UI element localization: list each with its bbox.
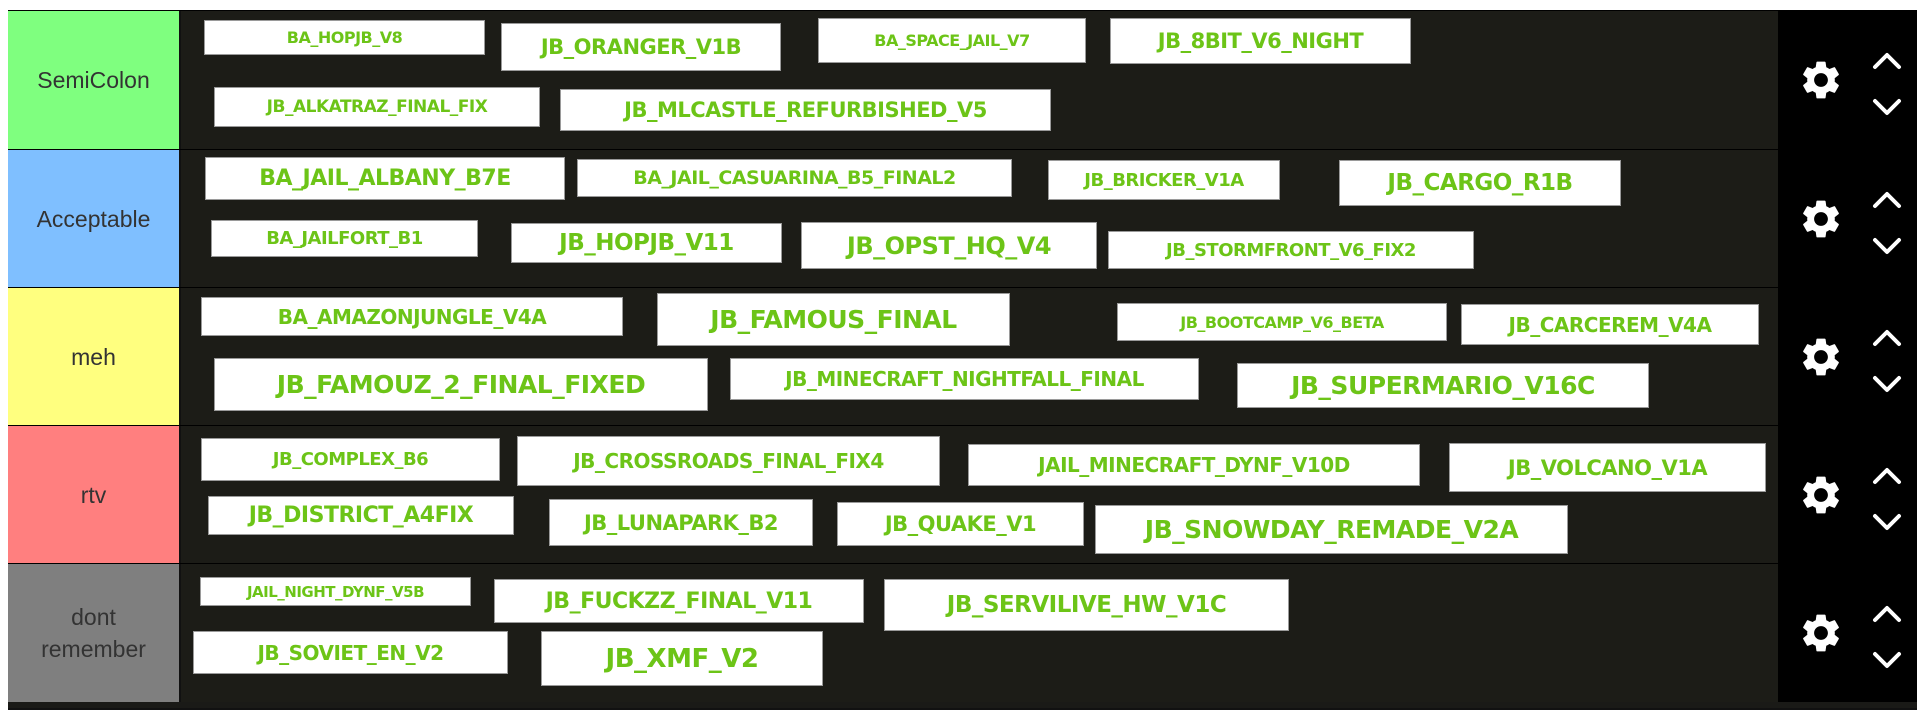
map-tile[interactable]: JB_CARGO_R1B — [1339, 160, 1621, 206]
tier-items-area[interactable]: JB_COMPLEX_B6 JB_CROSSROADS_FINAL_FIX4 JAI… — [181, 426, 1778, 564]
map-tile[interactable]: JB_QUAKE_V1 — [837, 502, 1084, 546]
map-tile[interactable]: JB_FAMOUS_FINAL — [657, 293, 1010, 346]
tier-row-3: rtv JB_COMPLEX_B6 JB_CROSSROADS_FINAL_FIX… — [8, 425, 1917, 564]
gear-icon[interactable] — [1798, 610, 1844, 656]
map-tile[interactable]: JB_DISTRICT_A4FIX — [208, 496, 514, 535]
tier-label-text: rtv — [80, 481, 107, 508]
tier-row-1: Acceptable BA_JAIL_ALBANY_B7E BA_JAIL_CAS… — [8, 149, 1917, 288]
chevron-down-icon[interactable] — [1870, 649, 1904, 673]
map-tile[interactable]: JAIL_NIGHT_DYNF_V5B — [200, 577, 471, 606]
map-tile[interactable]: JB_SNOWDAY_REMADE_V2A — [1095, 505, 1568, 554]
map-tile[interactable]: JB_CARCEREM_V4A — [1461, 304, 1759, 345]
gear-icon[interactable] — [1798, 472, 1844, 518]
map-tile[interactable]: JB_FAMOUZ_2_FINAL_FIXED — [214, 358, 708, 411]
map-tile[interactable]: BA_JAIL_CASUARINA_B5_FINAL2 — [577, 159, 1012, 197]
tier-items-area[interactable]: BA_HOPJB_V8 JB_ORANGER_V1B BA_SPACE_JAIL_V… — [181, 11, 1778, 149]
tier-label-3[interactable]: rtv — [8, 426, 181, 564]
map-tile[interactable]: JB_MINECRAFT_NIGHTFALL_FINAL — [730, 358, 1199, 400]
map-tile[interactable]: JB_BOOTCAMP_V6_BETA — [1117, 303, 1447, 341]
chevron-up-icon[interactable] — [1870, 48, 1904, 72]
chevron-down-icon[interactable] — [1870, 96, 1904, 120]
tier-label-4[interactable]: dont remember — [8, 564, 181, 702]
chevron-down-icon[interactable] — [1870, 235, 1904, 259]
chevron-up-icon[interactable] — [1870, 187, 1904, 211]
tier-items-area[interactable]: BA_JAIL_ALBANY_B7E BA_JAIL_CASUARINA_B5_F… — [181, 150, 1778, 288]
chevron-up-icon[interactable] — [1870, 601, 1904, 625]
map-tile[interactable]: JB_LUNAPARK_B2 — [549, 499, 813, 546]
map-tile[interactable]: JB_SOVIET_EN_V2 — [193, 631, 508, 674]
map-tile[interactable]: JB_VOLCANO_V1A — [1449, 443, 1766, 492]
map-tile[interactable]: JB_ALKATRAZ_FINAL_FIX — [214, 87, 540, 127]
tier-list-board: SemiColon BA_HOPJB_V8 JB_ORANGER_V1B BA_SP… — [8, 10, 1917, 710]
chevron-up-icon[interactable] — [1870, 325, 1904, 349]
tier-controls — [1778, 564, 1917, 702]
map-tile[interactable]: JB_COMPLEX_B6 — [201, 438, 500, 481]
map-tile[interactable]: JB_CROSSROADS_FINAL_FIX4 — [517, 436, 940, 486]
tier-row-2: meh BA_AMAZONJUNGLE_V4A JB_FAMOUS_FINAL JB… — [8, 287, 1917, 426]
tier-label-text: dont remember — [41, 603, 146, 662]
map-tile[interactable]: JB_SERVILIVE_HW_V1C — [884, 579, 1289, 631]
tier-label-text: meh — [71, 343, 116, 370]
map-tile[interactable]: BA_HOPJB_V8 — [204, 20, 485, 55]
map-tile[interactable]: JB_BRICKER_V1A — [1048, 160, 1280, 200]
map-tile[interactable]: JB_XMF_V2 — [541, 631, 823, 686]
board-bottom-edge — [8, 708, 1917, 710]
chevron-up-icon[interactable] — [1870, 463, 1904, 487]
tier-label-1[interactable]: Acceptable — [8, 150, 181, 288]
tier-label-0[interactable]: SemiColon — [8, 11, 181, 149]
map-tile[interactable]: JAIL_MINECRAFT_DYNF_V10D — [968, 444, 1420, 486]
tier-label-text: SemiColon — [37, 66, 150, 93]
chevron-down-icon[interactable] — [1870, 511, 1904, 535]
map-tile[interactable]: JB_STORMFRONT_V6_FIX2 — [1108, 231, 1474, 269]
map-tile[interactable]: JB_8BIT_V6_NIGHT — [1110, 18, 1411, 64]
map-tile[interactable]: JB_MLCASTLE_REFURBISHED_V5 — [560, 89, 1051, 131]
gear-icon[interactable] — [1798, 334, 1844, 380]
chevron-down-icon[interactable] — [1870, 373, 1904, 397]
tier-controls — [1778, 150, 1917, 288]
map-tile[interactable]: JB_FUCKZZ_FINAL_V11 — [494, 579, 864, 623]
gear-icon[interactable] — [1798, 57, 1844, 103]
map-tile[interactable]: BA_SPACE_JAIL_V7 — [818, 18, 1086, 63]
map-tile[interactable]: JB_OPST_HQ_V4 — [801, 222, 1097, 269]
tier-controls — [1778, 288, 1917, 426]
map-tile[interactable]: JB_ORANGER_V1B — [501, 23, 781, 71]
tier-controls — [1778, 426, 1917, 564]
map-tile[interactable]: JB_HOPJB_V11 — [511, 223, 782, 263]
tier-label-text: Acceptable — [36, 205, 151, 232]
tier-items-area[interactable]: BA_AMAZONJUNGLE_V4A JB_FAMOUS_FINAL JB_BOO… — [181, 288, 1778, 426]
tier-label-2[interactable]: meh — [8, 288, 181, 426]
map-tile[interactable]: JB_SUPERMARIO_V16C — [1237, 363, 1649, 408]
map-tile[interactable]: BA_JAILFORT_B1 — [211, 220, 478, 257]
map-tile[interactable]: BA_AMAZONJUNGLE_V4A — [201, 297, 623, 336]
map-tile[interactable]: BA_JAIL_ALBANY_B7E — [205, 157, 565, 200]
tier-controls — [1778, 11, 1917, 149]
tier-row-4: dont remember JAIL_NIGHT_DYNF_V5B JB_FUCK… — [8, 563, 1917, 702]
tier-row-0: SemiColon BA_HOPJB_V8 JB_ORANGER_V1B BA_SP… — [8, 10, 1917, 149]
gear-icon[interactable] — [1798, 196, 1844, 242]
